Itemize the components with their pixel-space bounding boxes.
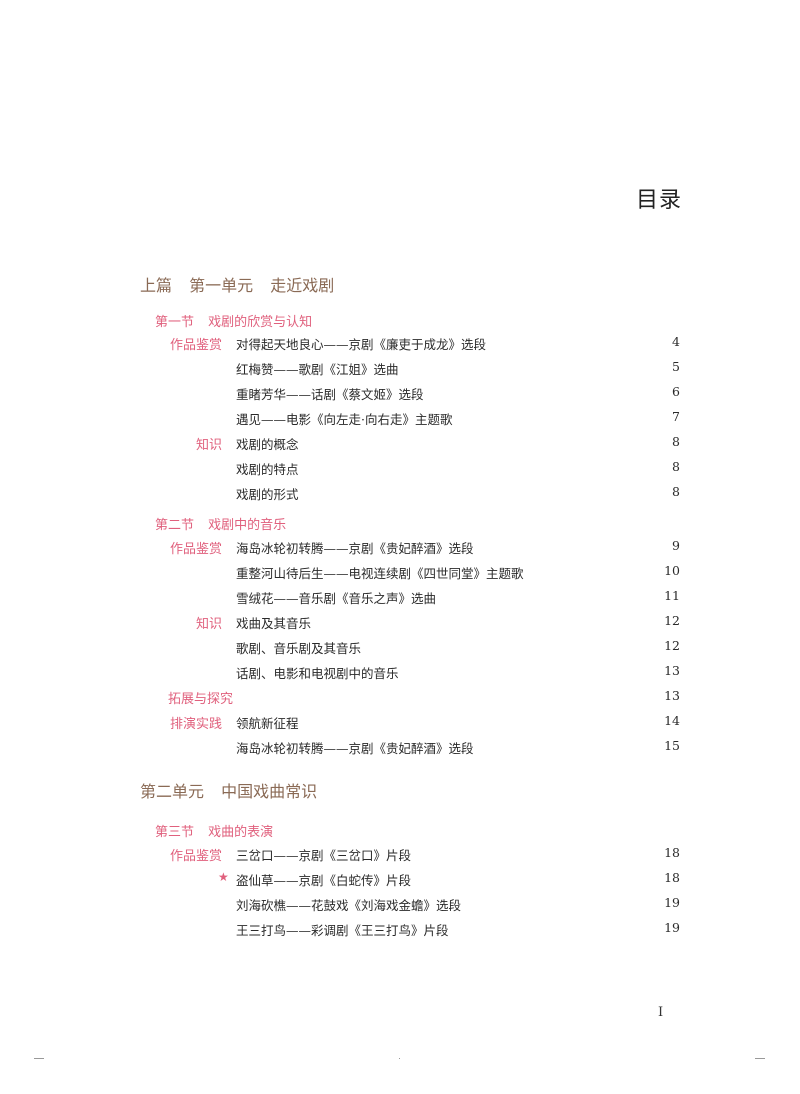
section-title: 戏曲的表演 <box>208 825 274 840</box>
entry-title[interactable]: 王三打鸟——彩调剧《王三打鸟》片段 <box>236 923 449 938</box>
crop-mark-left <box>34 1058 44 1059</box>
toc-entry[interactable]: 王三打鸟——彩调剧《王三打鸟》片段 19 <box>0 920 800 940</box>
toc-entry[interactable]: 戏剧的特点 8 <box>0 459 800 479</box>
page-number: 15 <box>664 738 680 753</box>
toc-entry[interactable]: 红梅赞——歌剧《江姐》选曲 5 <box>0 359 800 379</box>
page-number: 13 <box>664 688 680 703</box>
unit-heading-2: 第二单元 中国戏曲常识 <box>140 778 317 802</box>
toc-entry[interactable]: 重睹芳华——话剧《蔡文姬》选段 6 <box>0 384 800 404</box>
category-label[interactable]: 拓展与探究 <box>168 692 234 707</box>
category-label: 知识 <box>195 438 222 453</box>
page-number: 4 <box>672 334 680 349</box>
section-number: 第二节 <box>155 518 195 533</box>
page-number: 11 <box>664 588 680 603</box>
toc-entry[interactable]: 话剧、电影和电视剧中的音乐 13 <box>0 663 800 683</box>
toc-entry[interactable]: 歌剧、音乐剧及其音乐 12 <box>0 638 800 658</box>
toc-entry[interactable]: 海岛冰轮初转腾——京剧《贵妃醉酒》选段 15 <box>0 738 800 758</box>
toc-entry[interactable]: 刘海砍樵——花鼓戏《刘海戏金蟾》选段 19 <box>0 895 800 915</box>
category-label: 作品鉴赏 <box>169 849 222 864</box>
page-number: 12 <box>664 638 680 653</box>
page-title: 目录 <box>636 188 683 213</box>
page-number: 10 <box>664 563 680 578</box>
unit-title: 中国戏曲常识 <box>221 782 318 801</box>
crop-mark-center <box>399 1058 400 1059</box>
unit-number: 第一单元 <box>189 276 254 295</box>
page-number: 8 <box>672 434 680 449</box>
entry-title[interactable]: 三岔口——京剧《三岔口》片段 <box>236 848 412 863</box>
toc-entry[interactable]: 作品鉴赏 海岛冰轮初转腾——京剧《贵妃醉酒》选段 9 <box>0 538 800 558</box>
unit-title: 走近戏剧 <box>270 276 335 295</box>
toc-entry[interactable]: ★ 盗仙草——京剧《白蛇传》片段 18 <box>0 870 800 890</box>
category-label: 作品鉴赏 <box>169 542 222 557</box>
section-title: 戏剧中的音乐 <box>208 518 287 533</box>
page-number: 19 <box>664 920 680 935</box>
section-heading-2: 第二节 戏剧中的音乐 <box>155 514 286 533</box>
unit-number: 第二单元 <box>140 782 205 801</box>
page-number: 12 <box>664 613 680 628</box>
page-number: 19 <box>664 895 680 910</box>
entry-title[interactable]: 重睹芳华——话剧《蔡文姬》选段 <box>236 387 424 402</box>
entry-title[interactable]: 重整河山待后生——电视连续剧《四世同堂》主题歌 <box>236 566 524 581</box>
entry-title[interactable]: 刘海砍樵——花鼓戏《刘海戏金蟾》选段 <box>236 898 462 913</box>
page-number: 8 <box>672 459 680 474</box>
entry-title[interactable]: 戏曲及其音乐 <box>236 616 312 631</box>
page-number: 18 <box>664 870 680 885</box>
entry-title[interactable]: 戏剧的特点 <box>236 462 299 477</box>
entry-title[interactable]: 雪绒花——音乐剧《音乐之声》选曲 <box>236 591 437 606</box>
page-number: 5 <box>672 359 680 374</box>
toc-entry[interactable]: 拓展与探究 13 <box>0 688 800 708</box>
category-label: 知识 <box>195 617 222 632</box>
entry-title[interactable]: 歌剧、音乐剧及其音乐 <box>236 641 362 656</box>
star-icon: ★ <box>218 870 229 884</box>
section-heading-1: 第一节 戏剧的欣赏与认知 <box>155 311 312 330</box>
entry-title[interactable]: 遇见——电影《向左走·向右走》主题歌 <box>236 412 453 427</box>
section-number: 第三节 <box>155 825 195 840</box>
page-number: 18 <box>664 845 680 860</box>
unit-heading-1: 上篇 第一单元 走近戏剧 <box>140 272 334 296</box>
section-title: 戏剧的欣赏与认知 <box>208 315 313 330</box>
page-number: 9 <box>672 538 680 553</box>
toc-entry[interactable]: 雪绒花——音乐剧《音乐之声》选曲 11 <box>0 588 800 608</box>
toc-entry[interactable]: 戏剧的形式 8 <box>0 484 800 504</box>
category-label: 排演实践 <box>169 717 222 732</box>
entry-title[interactable]: 领航新征程 <box>236 716 299 731</box>
entry-title[interactable]: 对得起天地良心——京剧《廉吏于成龙》选段 <box>236 337 487 352</box>
part-label: 上篇 <box>140 276 173 295</box>
page-number: 6 <box>672 384 680 399</box>
toc-entry[interactable]: 作品鉴赏 三岔口——京剧《三岔口》片段 18 <box>0 845 800 865</box>
page-number: 7 <box>672 409 680 424</box>
toc-entry[interactable]: 知识 戏剧的概念 8 <box>0 434 800 454</box>
page-number: 13 <box>664 663 680 678</box>
toc-entry[interactable]: 知识 戏曲及其音乐 12 <box>0 613 800 633</box>
entry-title[interactable]: 盗仙草——京剧《白蛇传》片段 <box>236 873 412 888</box>
toc-entry[interactable]: 排演实践 领航新征程 14 <box>0 713 800 733</box>
entry-title[interactable]: 话剧、电影和电视剧中的音乐 <box>236 666 399 681</box>
crop-mark-right <box>755 1058 765 1059</box>
page-number: 14 <box>664 713 680 728</box>
entry-title[interactable]: 戏剧的形式 <box>236 487 299 502</box>
entry-title[interactable]: 海岛冰轮初转腾——京剧《贵妃醉酒》选段 <box>236 741 474 756</box>
toc-entry[interactable]: 作品鉴赏 对得起天地良心——京剧《廉吏于成龙》选段 4 <box>0 334 800 354</box>
page-number: 8 <box>672 484 680 499</box>
page-folio: I <box>658 1005 664 1020</box>
toc-entry[interactable]: 遇见——电影《向左走·向右走》主题歌 7 <box>0 409 800 429</box>
toc-entry[interactable]: 重整河山待后生——电视连续剧《四世同堂》主题歌 10 <box>0 563 800 583</box>
entry-title[interactable]: 红梅赞——歌剧《江姐》选曲 <box>236 362 399 377</box>
category-label: 作品鉴赏 <box>169 338 222 353</box>
section-heading-3: 第三节 戏曲的表演 <box>155 821 273 840</box>
section-number: 第一节 <box>155 315 195 330</box>
entry-title[interactable]: 海岛冰轮初转腾——京剧《贵妃醉酒》选段 <box>236 541 474 556</box>
entry-title[interactable]: 戏剧的概念 <box>236 437 299 452</box>
